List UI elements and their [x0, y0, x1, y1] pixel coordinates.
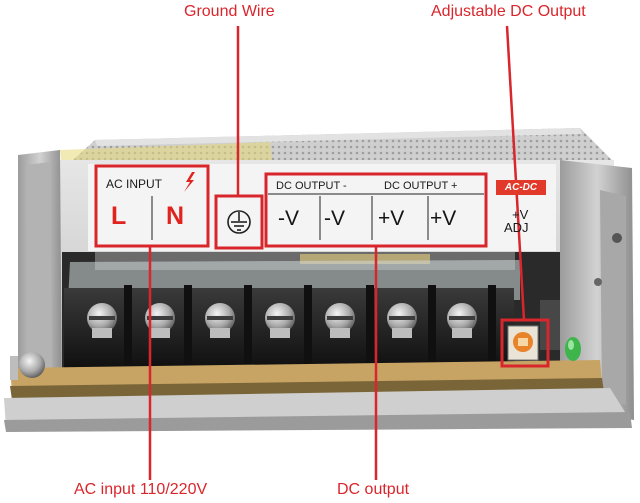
dc-output-callout: DC output: [337, 481, 410, 498]
adj-label: ADJ: [504, 220, 529, 235]
terminal-neg-2: -V: [324, 207, 345, 230]
ac-input-label: AC INPUT: [106, 177, 163, 191]
acdc-badge: AC-DC: [496, 180, 546, 195]
mounting-screw: [19, 352, 45, 378]
ac-input-box: [94, 164, 210, 248]
lightning-icon: [184, 172, 195, 192]
ground-wire-callout: Ground Wire: [184, 3, 275, 20]
terminal-label-strip: [88, 164, 556, 252]
dc-output-plus-label: DC OUTPUT +: [384, 180, 458, 192]
terminal-screws: [87, 303, 477, 338]
adjust-box: [500, 318, 550, 368]
terminal-l: L: [111, 202, 127, 230]
ground-icon: [227, 210, 251, 234]
terminal-pos-1: +V: [378, 207, 405, 230]
led-indicator: [565, 337, 581, 361]
leader-lines: [148, 25, 526, 480]
dc-output-minus-label: DC OUTPUT -: [276, 180, 347, 192]
terminal-n: N: [166, 202, 185, 230]
ac-input-callout: AC input 110/220V: [74, 481, 208, 498]
terminal-neg-1: -V: [278, 207, 299, 230]
adjustable-dc-output-callout: Adjustable DC Output: [431, 3, 586, 20]
terminal-pos-2: +V: [430, 207, 457, 230]
adj-voltage-label: +V: [512, 207, 529, 222]
